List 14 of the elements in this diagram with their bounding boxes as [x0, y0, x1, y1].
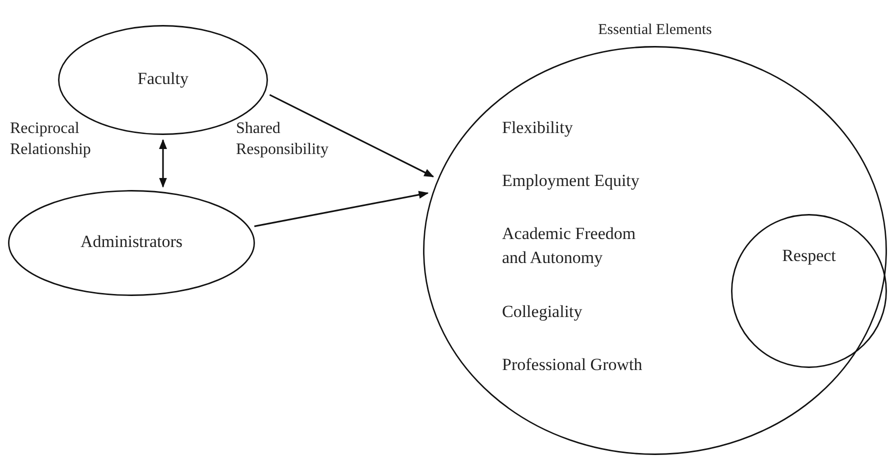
- node-label: Flexibility: [502, 117, 573, 139]
- annotation: Reciprocal Relationship: [10, 119, 92, 160]
- arrow: [159, 139, 167, 188]
- annotation: Shared Responsibility: [236, 119, 330, 160]
- arrow: [254, 190, 429, 228]
- node-label: Employment Equity: [502, 170, 640, 192]
- node-label: Collegiality: [502, 301, 582, 323]
- node-label: Academic Freedom and Autonomy: [502, 223, 637, 269]
- node-label: Faculty: [136, 68, 190, 90]
- node-label: Respect: [781, 245, 837, 267]
- heading: Essential Elements: [597, 21, 713, 40]
- node-label: Administrators: [80, 231, 184, 253]
- arrow: [269, 94, 434, 178]
- node-label: Professional Growth: [502, 354, 642, 376]
